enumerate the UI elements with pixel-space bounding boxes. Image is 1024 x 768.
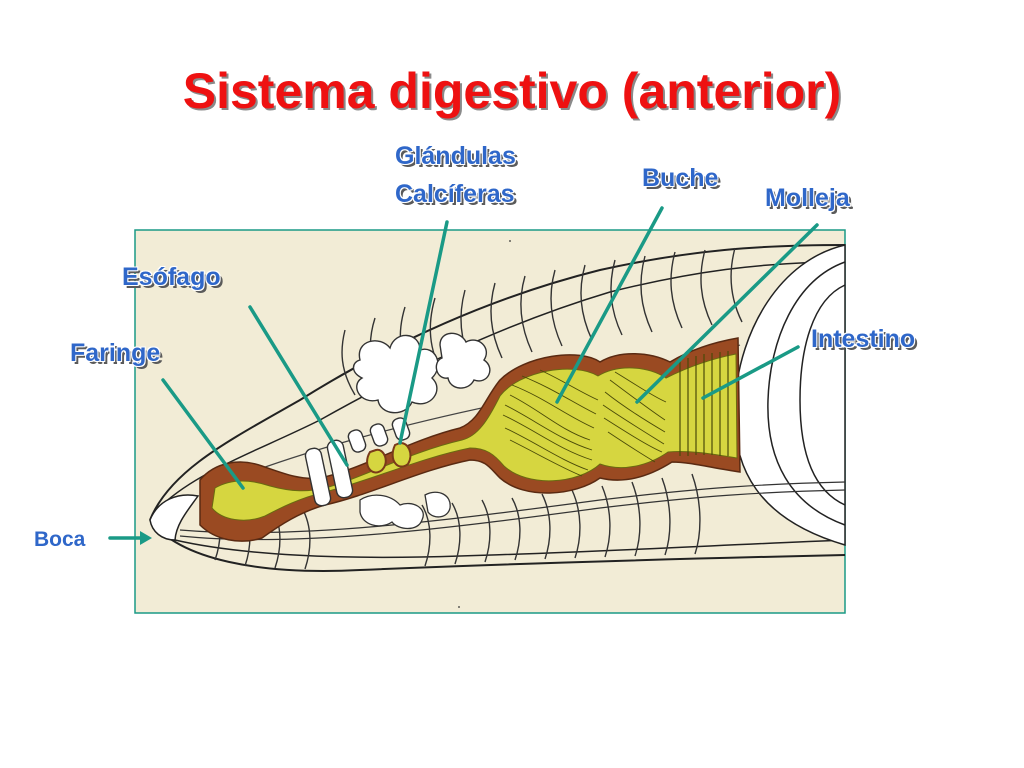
- label-buche: Buche: [642, 164, 719, 192]
- label-glandulas: Glándulas: [395, 142, 516, 170]
- pointer-intestino: [701, 345, 800, 400]
- pointer-molleja: [635, 223, 819, 404]
- clitellum: [733, 244, 846, 547]
- ventral-organs: [359, 491, 451, 530]
- page-title: Sistema digestivo (anterior): [182, 63, 842, 119]
- intestine-rings: [679, 351, 729, 456]
- label-molleja: Molleja: [765, 184, 850, 212]
- pointer-glandulas: [398, 220, 449, 445]
- ventral-cord: [179, 481, 846, 541]
- boca-arrowhead: [140, 531, 152, 545]
- pointer-buche: [555, 206, 664, 404]
- label-esofago: Esófago: [122, 263, 221, 291]
- label-boca: Boca: [34, 528, 86, 551]
- label-intestino: Intestino: [811, 325, 916, 353]
- pointer-lines: [108, 206, 819, 540]
- prostomium: [149, 494, 200, 541]
- aortic-arches: [304, 417, 411, 507]
- calciferous-glands: [366, 441, 412, 474]
- gizzard-striations: [602, 371, 667, 463]
- seminal-vesicles: [352, 332, 491, 414]
- pointer-faringe: [161, 378, 245, 490]
- label-faringe: Faringe: [70, 339, 161, 367]
- crop-striations: [502, 369, 599, 477]
- pointer-esofago: [248, 305, 349, 467]
- label-calciferas: Calcíferas: [395, 180, 515, 208]
